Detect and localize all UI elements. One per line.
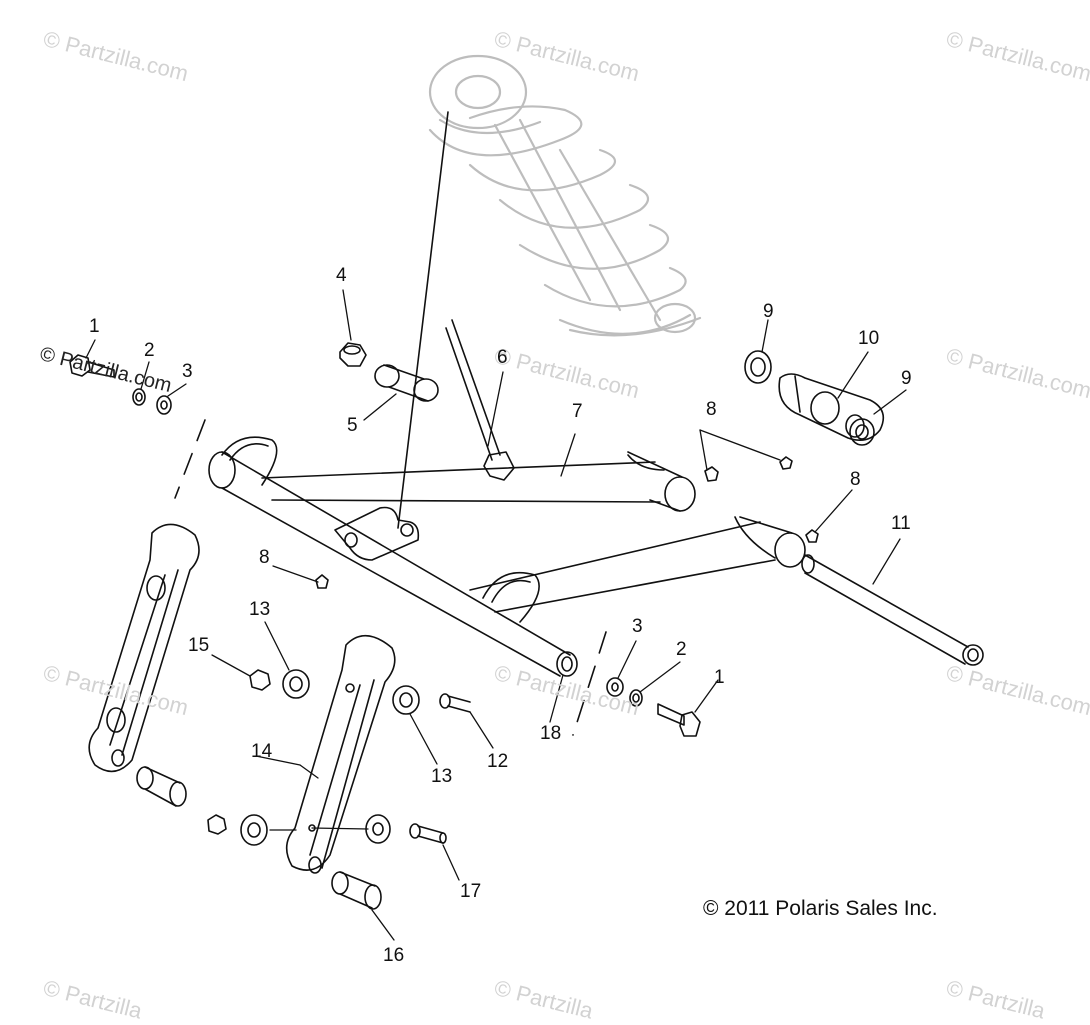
callout-11: 11 (891, 513, 911, 534)
washer-3-right (606, 677, 624, 697)
shock-pointer-line (397, 111, 449, 529)
leader-lines (85, 289, 907, 941)
callout-8-right: 8 (850, 469, 861, 490)
callout-8-left: 8 (259, 547, 270, 568)
callout-10: 10 (858, 328, 880, 349)
callout-1-left: 1 (89, 316, 100, 337)
washer-3-left (156, 395, 172, 415)
grease-fitting-8-c (805, 529, 819, 543)
callout-15: 15 (188, 635, 210, 656)
grease-fitting-8-a (704, 466, 719, 482)
callout-1-right: 1 (714, 667, 725, 688)
washer-2-left (132, 388, 146, 406)
callout-3-left: 3 (182, 361, 193, 382)
pin-12 (439, 693, 471, 713)
bushing-5 (374, 364, 439, 402)
bolt-6 (445, 319, 515, 481)
nut-15 (249, 669, 271, 691)
callout-12: 12 (487, 751, 509, 772)
washer-13-a (282, 669, 310, 699)
callout-17: 17 (460, 881, 482, 902)
callout-9-top: 9 (763, 301, 774, 322)
callout-6: 6 (497, 347, 508, 368)
callout-13-bottom: 13 (431, 766, 453, 787)
bolt-1-left (69, 354, 115, 378)
bushing-16-upper (136, 766, 187, 807)
callout-2-right: 2 (676, 639, 687, 660)
washer-9-top (744, 350, 772, 384)
a-arm-7 (208, 436, 806, 677)
alignment-line-right (572, 631, 607, 736)
bolt-1-right (657, 703, 701, 737)
copyright-notice: © 2011 Polaris Sales Inc. (703, 897, 938, 920)
callout-16: 16 (383, 945, 405, 966)
grease-fitting-8-b (779, 456, 793, 470)
callout-3-right: 3 (632, 616, 643, 637)
washer-13-c (240, 814, 268, 846)
callout-18: 18 (540, 723, 562, 744)
bracket-10 (778, 373, 885, 441)
washer-9-right (849, 418, 875, 446)
washer-2-right (629, 689, 643, 707)
pin-17 (409, 823, 447, 844)
shaft-11 (801, 554, 984, 666)
grease-fitting-8-d (315, 574, 329, 589)
callout-2-left: 2 (144, 340, 155, 361)
alignment-line-left (174, 419, 206, 499)
callout-8-top: 8 (706, 399, 717, 420)
callout-5: 5 (347, 415, 358, 436)
washer-13-d (365, 814, 391, 844)
nut-4 (339, 342, 367, 367)
washer-13-b (392, 685, 420, 715)
callout-14: 14 (251, 741, 273, 762)
shock-absorber (428, 54, 702, 337)
callout-13-top: 13 (249, 599, 271, 620)
callout-4: 4 (336, 265, 347, 286)
link-arm-14 (285, 634, 396, 874)
callout-9-right: 9 (901, 368, 912, 389)
bushing-16-lower (331, 871, 382, 910)
link-arm-left (88, 523, 200, 773)
callout-7: 7 (572, 401, 583, 422)
nut-lower (207, 814, 227, 835)
